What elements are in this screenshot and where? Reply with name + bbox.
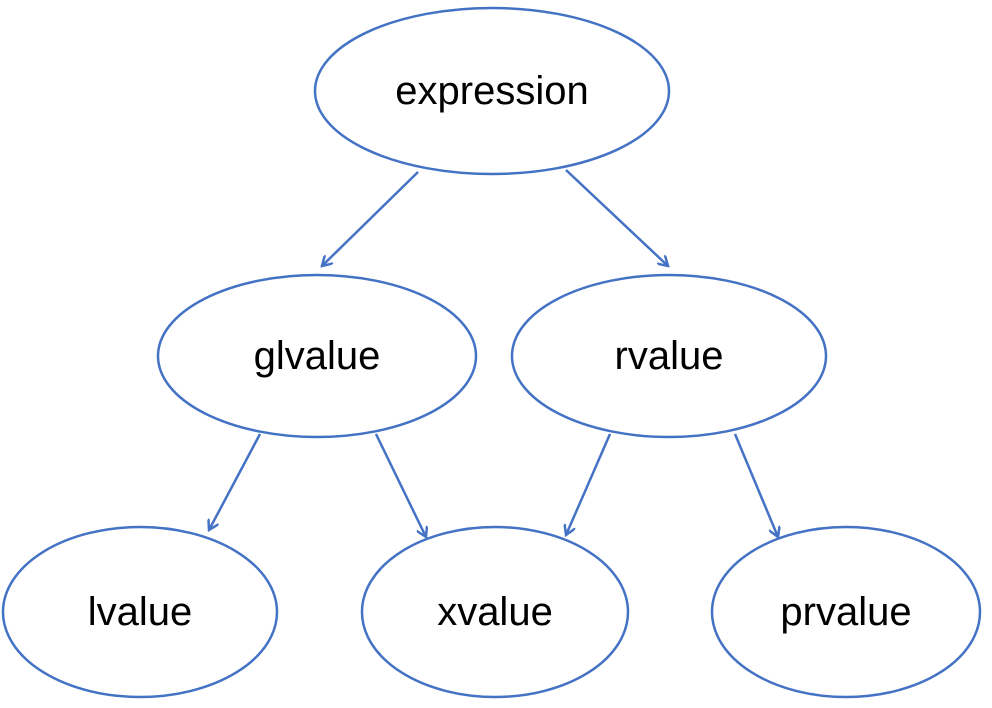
node-prvalue: prvalue (710, 525, 982, 699)
node-rvalue-ellipse (510, 273, 828, 439)
edge-glvalue-xvalue (374, 433, 426, 537)
node-prvalue-label: prvalue (780, 590, 911, 634)
edges (209, 169, 778, 537)
node-glvalue-ellipse (156, 273, 478, 439)
node-rvalue-label: rvalue (615, 334, 724, 378)
node-glvalue-label: glvalue (254, 334, 381, 378)
node-lvalue-label: lvalue (88, 590, 193, 634)
node-xvalue-label: xvalue (437, 590, 553, 634)
node-rvalue: rvalue (510, 273, 828, 439)
edge-rvalue-prvalue (733, 433, 778, 537)
node-prvalue-ellipse (710, 525, 982, 699)
node-lvalue-ellipse (1, 525, 279, 699)
node-expression-ellipse (313, 6, 671, 176)
node-glvalue: glvalue (156, 273, 478, 439)
edge-expression-rvalue (565, 169, 668, 266)
node-expression-label: expression (395, 69, 588, 113)
edge-expression-glvalue (322, 171, 419, 266)
node-expression: expression (313, 6, 671, 176)
node-lvalue: lvalue (1, 525, 279, 699)
node-xvalue-ellipse (360, 525, 630, 699)
node-xvalue: xvalue (360, 525, 630, 699)
edge-rvalue-xvalue (566, 433, 612, 535)
edge-glvalue-lvalue (209, 433, 262, 530)
